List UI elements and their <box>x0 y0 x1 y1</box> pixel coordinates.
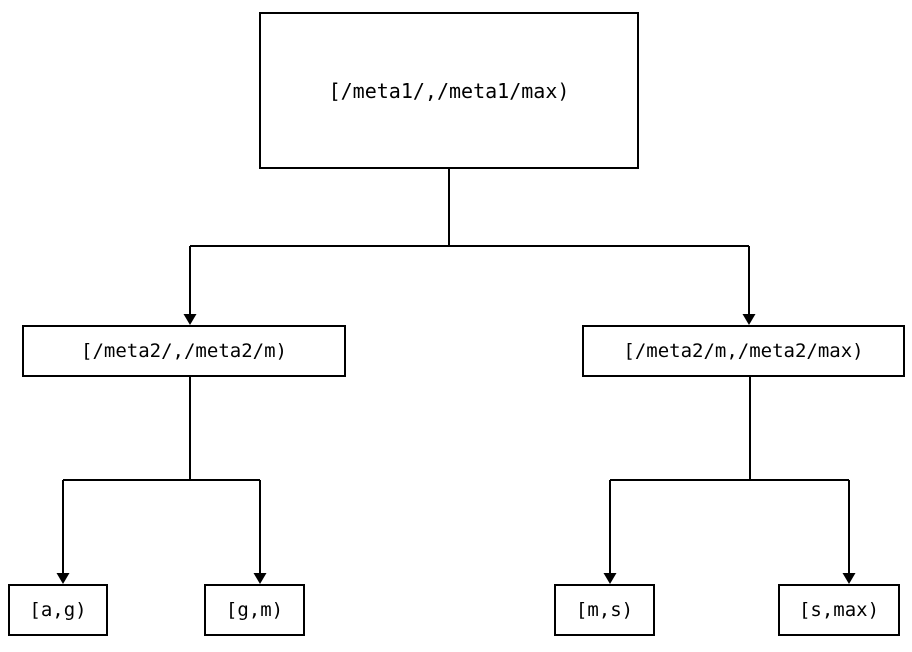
node-meta2-low-label: [/meta2/,/meta2/m) <box>81 339 287 362</box>
node-leaf-m-s-label: [m,s) <box>575 598 634 621</box>
arrowhead-icon-root-to-l1-right <box>742 314 756 325</box>
node-leaf-g-m-label: [g,m) <box>225 598 284 621</box>
node-meta2-high[interactable]: [/meta2/m,/meta2/max) <box>582 325 905 377</box>
node-root[interactable]: [/meta1/,/meta1/max) <box>259 12 639 169</box>
node-leaf-s-max-label: [s,max) <box>798 598 880 621</box>
node-meta2-low[interactable]: [/meta2/,/meta2/m) <box>22 325 346 377</box>
arrowhead-icon-root-to-l1-left <box>183 314 197 325</box>
arrowhead-icon-l1-right-to-ms <box>603 573 617 584</box>
node-leaf-a-g-label: [a,g) <box>29 598 87 621</box>
node-leaf-a-g[interactable]: [a,g) <box>8 584 108 636</box>
arrowhead-icon-l1-left-to-ag <box>56 573 70 584</box>
arrowhead-icon-l1-left-to-gm <box>253 573 267 584</box>
arrowhead-icon-l1-right-to-smax <box>842 573 856 584</box>
node-root-label: [/meta1/,/meta1/max) <box>328 78 570 103</box>
node-leaf-g-m[interactable]: [g,m) <box>204 584 305 636</box>
node-leaf-m-s[interactable]: [m,s) <box>554 584 655 636</box>
node-meta2-high-label: [/meta2/m,/meta2/max) <box>623 339 864 362</box>
node-leaf-s-max[interactable]: [s,max) <box>778 584 900 636</box>
